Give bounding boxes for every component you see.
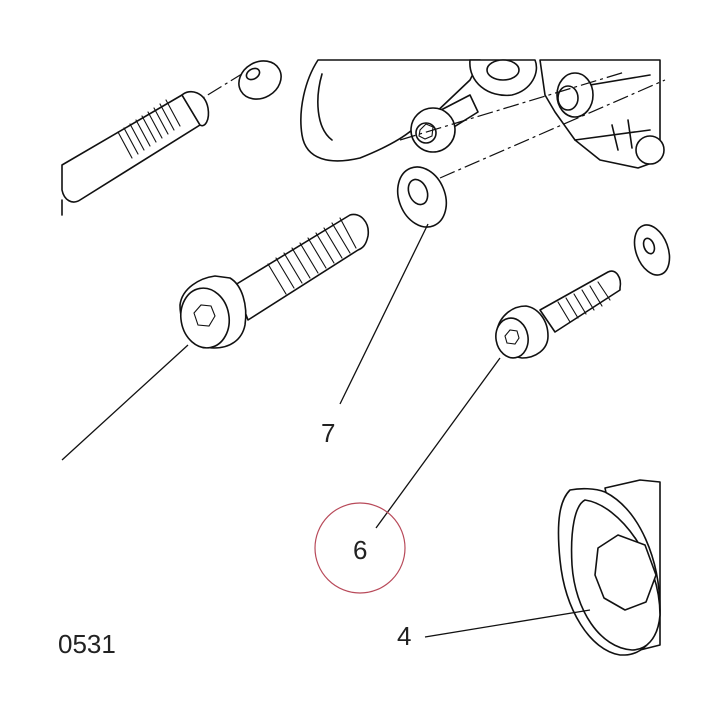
leader-lines xyxy=(61,223,591,638)
washer-small-right xyxy=(633,224,671,276)
callout-4: 4 xyxy=(397,621,411,651)
drawing-number: 0531 xyxy=(58,629,116,659)
washer-7 xyxy=(396,166,448,228)
callouts: 7 6 4 xyxy=(314,418,411,651)
callout-6: 6 xyxy=(353,535,367,565)
leader-line-7 xyxy=(339,223,429,405)
socket-head-bolt-main xyxy=(179,213,370,349)
callout-7: 7 xyxy=(321,418,335,448)
long-bolt-upper xyxy=(61,91,210,216)
bolt-thread-lines-main xyxy=(267,217,357,295)
leader-line-main-bolt xyxy=(61,344,189,461)
washer-upper xyxy=(238,60,282,100)
leader-line-4 xyxy=(424,609,591,638)
socket-head-bolt-small xyxy=(495,270,622,359)
bolt-thread-lines-small xyxy=(557,281,611,323)
drain-plug-4 xyxy=(557,479,661,656)
bolt-thread-lines-upper xyxy=(117,99,181,159)
leader-line-6 xyxy=(375,357,501,529)
callout-6-highlight-ring xyxy=(314,502,406,594)
